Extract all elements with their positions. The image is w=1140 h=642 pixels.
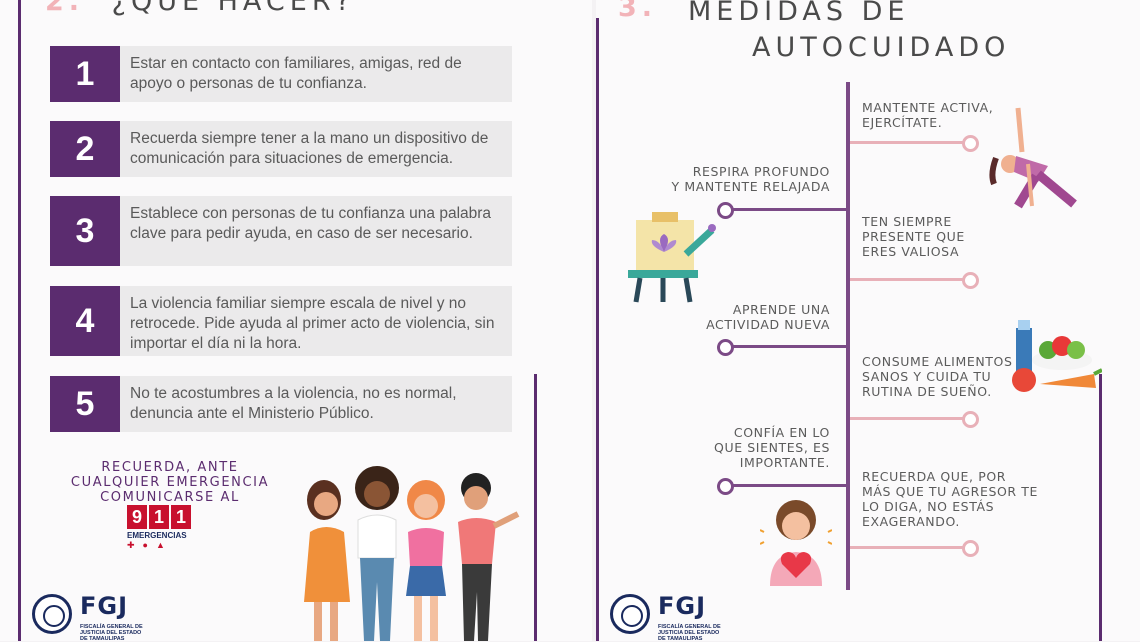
item-text: No te acostumbres a la violencia, no es … [130,385,457,422]
branch [850,141,966,144]
branch-node [717,478,734,495]
woman-4 [458,473,520,641]
woman-3 [406,480,446,641]
list-item: 2 Recuerda siempre tener a la mano un di… [50,121,512,177]
woman-2 [355,466,399,641]
fgj-subtitle: FISCALÍA GENERAL DE JUSTICIA DEL ESTADO … [80,624,143,642]
digit: 1 [149,505,169,529]
item-number: 3 [50,196,120,266]
right-border-line [596,18,599,641]
label-activa: MANTENTE ACTIVA,EJERCÍTATE. [862,100,994,130]
heading-number: 2. [45,0,85,17]
emergency-label: EMERGENCIAS [127,531,187,540]
item-text: Recuerda siempre tener a la mano un disp… [130,130,489,167]
911-logo: 9 1 1 EMERGENCIAS ✚●▲ [127,505,193,551]
item-number: 5 [50,376,120,432]
emergency-reminder: RECUERDA, ANTE CUALQUIER EMERGENCIA COMU… [70,460,270,505]
item-text: Establece con personas de tu confianza u… [130,205,492,242]
tree-trunk [846,82,850,590]
branch [850,546,966,549]
list-item: 3 Establece con personas de tu confianza… [50,196,512,266]
list-item: 4 La violencia familiar siempre escala d… [50,286,512,356]
item-number: 2 [50,121,120,177]
branch-node [962,272,979,289]
section-3-heading-number: 3. [618,0,657,23]
branch-node [717,339,734,356]
heading-line: MEDIDAS DE [688,0,910,27]
section-3-heading: MEDIDAS DE AUTOCUIDADO [688,0,1010,66]
right-panel: 3. MEDIDAS DE AUTOCUIDADO [596,0,1140,641]
digit: 9 [127,505,147,529]
digit: 1 [171,505,191,529]
branch [850,278,966,281]
emergency-icons: ✚●▲ [127,540,173,550]
list-item: 5 No te acostumbres a la violencia, no e… [50,376,512,432]
left-border-line [18,0,21,641]
right-inner-line [1099,374,1102,641]
branch-node [717,202,734,219]
reminder-line: RECUERDA, ANTE [101,460,239,475]
left-panel: 2. ¿QUÉ HACER? 1 Estar en contacto con f… [18,0,537,642]
heading-line: AUTOCUIDADO [752,32,1011,63]
seal-icon [32,594,72,634]
item-text: La violencia familiar siempre escala de … [130,295,495,352]
women-group-illustration [304,466,520,641]
healthy-food-icon [1012,320,1102,392]
reminder-line: CUALQUIER EMERGENCIA [70,475,270,490]
branch-node [962,411,979,428]
fgj-subtitle: FISCALÍA GENERAL DE JUSTICIA DEL ESTADO … [658,624,721,642]
branch-node [962,135,979,152]
list-item: 1 Estar en contacto con familiares, amig… [50,46,512,102]
reminder-line: COMUNICARSE AL [100,490,240,505]
heading-number: 3. [618,0,658,23]
branch [730,208,846,211]
fgj-title: FGJ [658,592,707,620]
easel-painting-icon [628,212,716,303]
branch [730,345,846,348]
left-inner-line [534,374,537,641]
branch [850,417,966,420]
fgj-title: FGJ [80,592,129,620]
woman-1 [304,480,350,641]
item-number: 4 [50,286,120,356]
heading-text: ¿QUÉ HACER? [111,0,355,17]
yoga-woman-icon [989,107,1077,209]
branch [730,484,846,487]
girl-heart-icon [760,500,832,586]
item-number: 1 [50,46,120,102]
item-text: Estar en contacto con familiares, amigas… [130,55,462,92]
branch-node [962,540,979,557]
seal-icon [610,594,650,634]
section-2-heading: 2. ¿QUÉ HACER? [45,0,355,17]
